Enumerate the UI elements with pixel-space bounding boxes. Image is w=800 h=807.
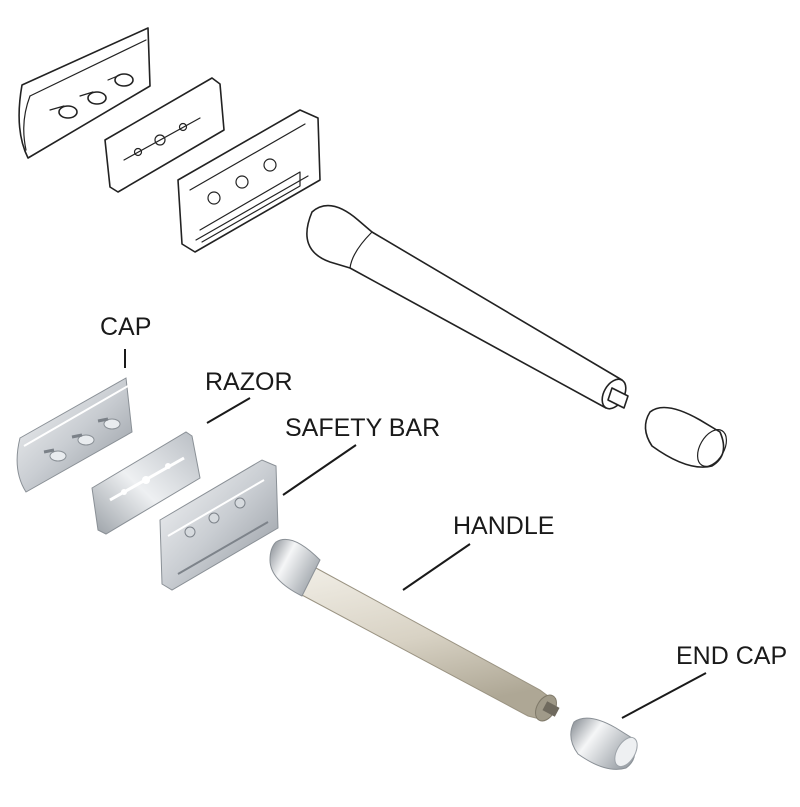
label-handle-text: HANDLE (453, 512, 554, 540)
label-end-cap-text: END CAP (676, 642, 787, 670)
line-art-view (18, 27, 728, 468)
label-end-cap: END CAP (621, 642, 787, 719)
label-safety-bar: SAFETY BAR (282, 414, 440, 496)
safety-bar-outline (177, 109, 321, 253)
razor-part (91, 431, 201, 535)
label-razor: RAZOR (205, 368, 293, 424)
end-cap-outline (644, 406, 728, 468)
end-cap-part (570, 717, 638, 770)
rendered-view (16, 377, 638, 770)
handle-outline (306, 204, 629, 410)
cap-outline (18, 27, 151, 159)
handle-part (269, 538, 560, 722)
label-cap-text: CAP (100, 313, 151, 341)
label-handle: HANDLE (402, 512, 554, 591)
label-safety-bar-text: SAFETY BAR (285, 414, 440, 442)
safety-bar-part (159, 459, 279, 591)
cap-part (16, 377, 133, 493)
labels: CAP RAZOR SAFETY BAR HANDLE END CAP (100, 313, 787, 719)
razor-outline (104, 77, 225, 193)
label-razor-text: RAZOR (205, 368, 293, 396)
label-cap: CAP (100, 313, 151, 368)
